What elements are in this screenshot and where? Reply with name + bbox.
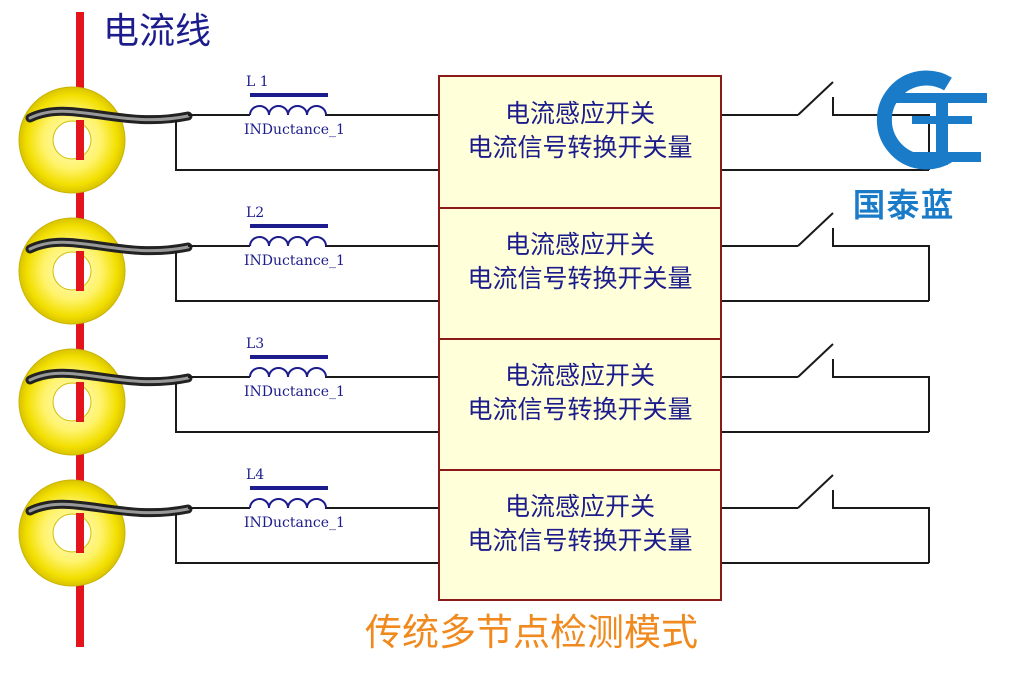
inductor-ref-2: L2 [246, 205, 265, 221]
channel-4 [18, 474, 930, 587]
switch-box-2: 电流感应开关 电流信号转换开关量 [439, 208, 721, 338]
diagram-caption: 传统多节点检测模式 [365, 611, 698, 654]
switch-box-3-subtitle: 电流信号转换开关量 [467, 395, 693, 424]
switch-box-2-title: 电流感应开关 [504, 230, 655, 259]
inductor-3 [249, 355, 328, 378]
current-wire [76, 12, 84, 647]
inductor-4 [249, 486, 328, 509]
inductor-value-3: INDuctance_1 [244, 384, 345, 400]
wiring-4 [175, 474, 930, 564]
brand-name: 国泰蓝 [853, 186, 956, 224]
inductor-value-4: INDuctance_1 [244, 515, 345, 531]
channel-2 [18, 212, 930, 325]
channel-3 [18, 343, 930, 456]
current-transformer-1 [18, 86, 193, 194]
inductor-value-2: INDuctance_1 [244, 253, 345, 269]
switch-box-1-title: 电流感应开关 [504, 99, 655, 128]
switch-box-3-title: 电流感应开关 [504, 361, 655, 390]
inductor-2 [249, 224, 328, 247]
current-wire-label: 电流线 [103, 11, 212, 52]
switch-box-4-subtitle: 电流信号转换开关量 [467, 526, 693, 555]
switch-box-1-subtitle: 电流信号转换开关量 [467, 133, 693, 162]
inductor-ref-3: L3 [246, 336, 265, 352]
wiring-1 [175, 81, 930, 171]
inductor-ref-1: L 1 [246, 74, 269, 90]
switch-boxes [438, 75, 722, 601]
wiring-3 [175, 343, 930, 433]
switch-box-4-title: 电流感应开关 [504, 492, 655, 521]
current-transformer-3 [18, 348, 193, 456]
switch-box-3: 电流感应开关 电流信号转换开关量 [439, 339, 721, 469]
channel-1 [18, 81, 930, 194]
inductor-value-1: INDuctance_1 [244, 122, 345, 138]
switch-box-4: 电流感应开关 电流信号转换开关量 [439, 470, 721, 600]
inductor-1 [249, 93, 328, 116]
switch-box-2-subtitle: 电流信号转换开关量 [467, 264, 693, 293]
inductor-ref-4: L4 [246, 467, 265, 483]
brand-logo-icon [876, 70, 987, 170]
current-transformer-4 [18, 479, 193, 587]
current-transformer-2 [18, 217, 193, 325]
switch-box-1: 电流感应开关 电流信号转换开关量 [439, 77, 721, 207]
wiring-2 [175, 212, 930, 302]
